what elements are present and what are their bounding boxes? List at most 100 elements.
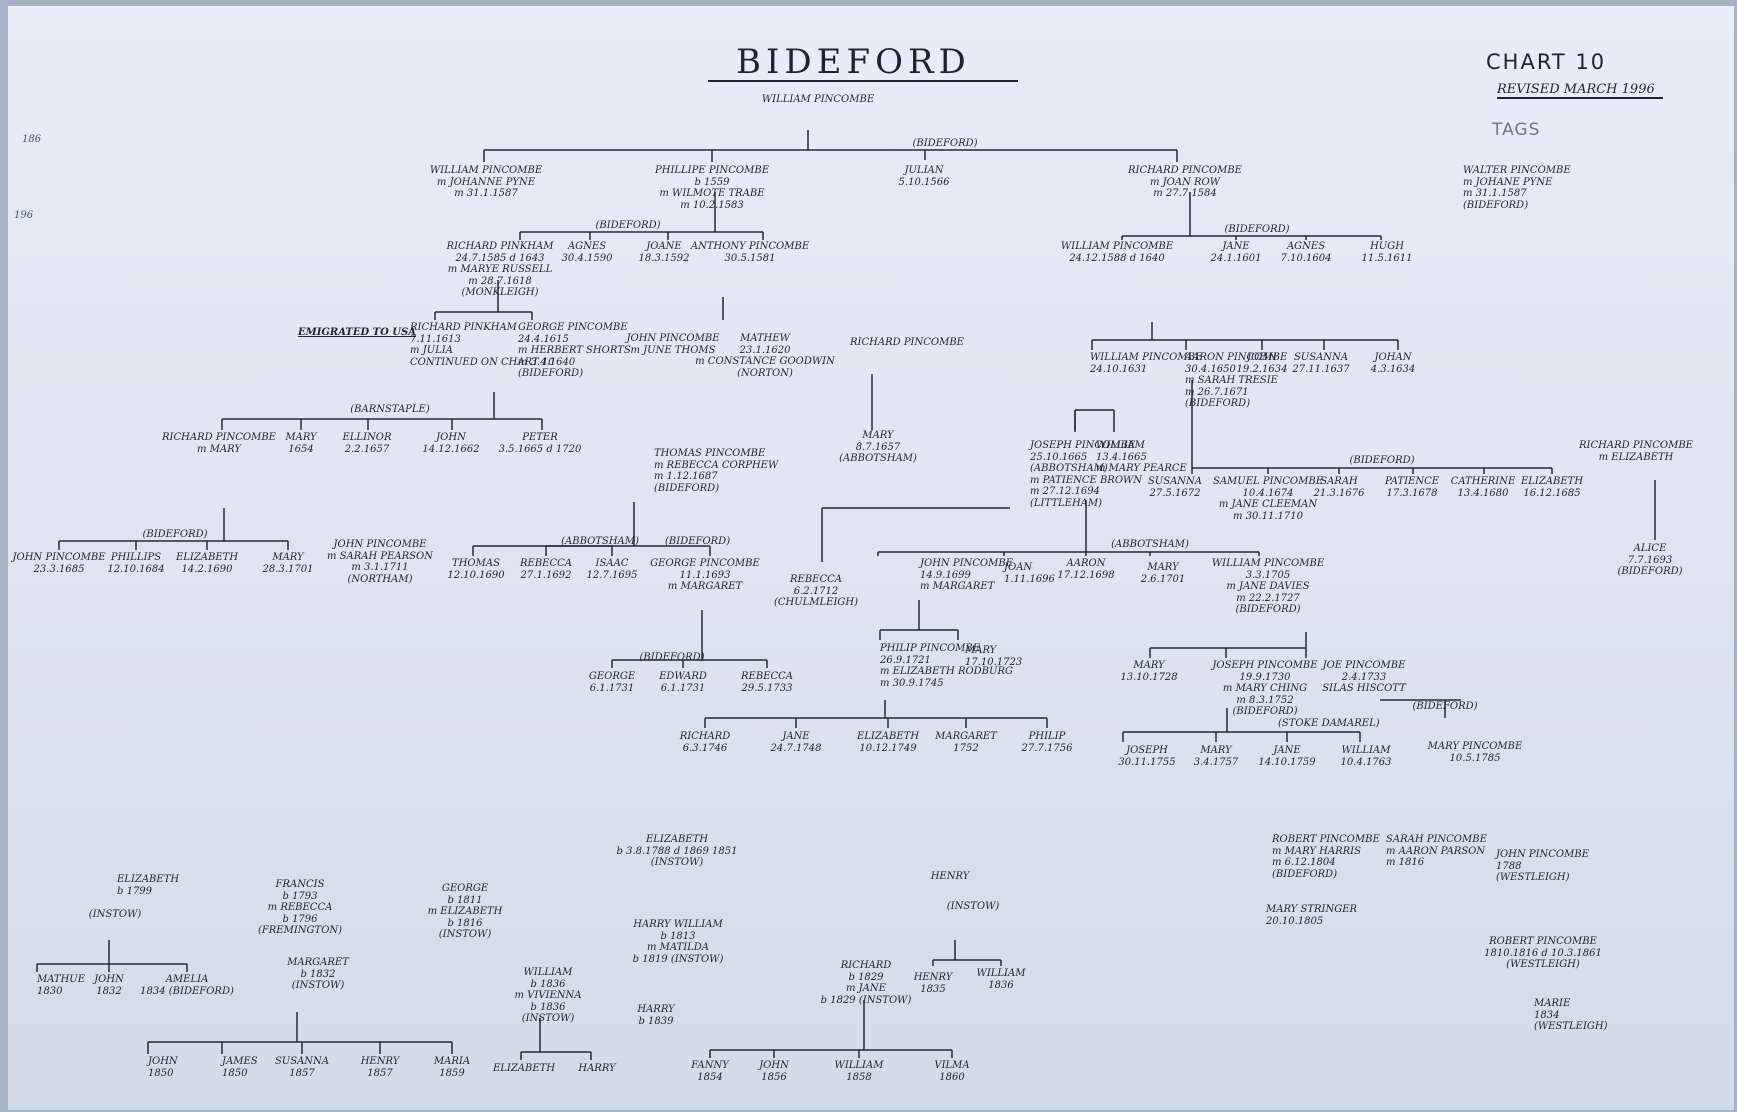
margin-mark: 196 xyxy=(14,210,34,221)
person-entry: MARIA 1859 xyxy=(433,1056,471,1079)
person-entry: WILLIAM 13.4.1665 m MARY PEARCE xyxy=(1096,440,1187,474)
person-entry: ELIZABETH b 3.8.1788 d 1869 1851 (INSTOW… xyxy=(616,834,738,868)
person-entry: JOHN 19.2.1634 xyxy=(1236,352,1288,375)
person-entry: ELIZABETH 16.12.1685 xyxy=(1520,476,1584,499)
person-entry: RICHARD 6.3.1746 xyxy=(679,731,731,754)
person-entry: RICHARD PINKHAM 7.11.1613 m JULIA CONTIN… xyxy=(410,322,555,368)
person-entry: JOHAN 4.3.1634 xyxy=(1370,352,1416,375)
person-entry: AGNES 30.4.1590 xyxy=(561,241,613,264)
person-entry: HARRY b 1839 xyxy=(637,1004,675,1027)
person-entry: ISAAC 12.7.1695 xyxy=(586,558,638,581)
person-entry: JOHN PINCOMBE 1788 (WESTLEIGH) xyxy=(1496,849,1590,883)
person-entry: EDWARD 6.1.1731 xyxy=(659,671,707,694)
person-entry: SARAH PINCOMBE m AARON PARSON m 1816 xyxy=(1386,834,1487,868)
person-entry: HENRY 1857 xyxy=(360,1056,400,1079)
person-entry: REBECCA 6.2.1712 (CHULMLEIGH) xyxy=(773,574,859,608)
person-entry: (STOKE DAMAREL) xyxy=(1278,718,1380,729)
person-entry: MARY 28.3.1701 xyxy=(262,552,314,575)
person-entry: ELIZABETH 10.12.1749 xyxy=(856,731,920,754)
person-entry: SUSANNA 27.11.1637 xyxy=(1292,352,1350,375)
person-entry: PHILIP PINCOMBE 26.9.1721 m ELIZABETH RO… xyxy=(880,643,1013,689)
person-entry: JOHN 1850 xyxy=(148,1056,178,1079)
person-entry: JOHN PINCOMBE m SARAH PEARSON m 3.1.1711… xyxy=(327,539,433,585)
person-entry: WILLIAM b 1836 m VIVIENNA b 1836 (INSTOW… xyxy=(514,967,582,1024)
person-entry: MARY PINCOMBE 10.5.1785 xyxy=(1427,741,1523,764)
person-entry: WILLIAM PINCOMBE 24.10.1631 xyxy=(1090,352,1203,375)
person-entry: SUSANNA 27.5.1672 xyxy=(1147,476,1203,499)
person-entry: (BIDEFORD) xyxy=(639,652,705,663)
person-entry: (ABBOTSHAM) xyxy=(561,536,639,547)
person-entry: JOHN PINCOMBE 23.3.1685 xyxy=(12,552,106,575)
person-entry: FANNY 1854 xyxy=(691,1060,729,1083)
person-entry: MARGARET 1752 xyxy=(935,731,997,754)
person-entry: WILLIAM 1836 xyxy=(976,968,1026,991)
person-entry: MARIE 1834 (WESTLEIGH) xyxy=(1534,998,1608,1032)
person-entry: SARAH 21.3.1676 xyxy=(1313,476,1365,499)
person-entry: (BIDEFORD) xyxy=(142,529,208,540)
person-entry: AMELIA 1834 (BIDEFORD) xyxy=(140,974,234,997)
person-entry: ALICE 7.7.1693 (BIDEFORD) xyxy=(1617,543,1683,577)
person-entry: JOHN 1856 xyxy=(759,1060,789,1083)
person-entry: JULIAN 5.10.1566 xyxy=(898,165,950,188)
person-entry: MARY 8.7.1657 (ABBOTSHAM) xyxy=(839,430,917,464)
person-entry: MARY 3.4.1757 xyxy=(1193,745,1239,768)
person-entry: WILLIAM 10.4.1763 xyxy=(1340,745,1392,768)
person-entry: JOSEPH PINCOMBE 25.10.1665 (ABBOTSHAM) m… xyxy=(1030,440,1143,509)
person-entry: JOHN 1832 xyxy=(94,974,124,997)
person-entry: JANE 24.7.1748 xyxy=(770,731,822,754)
person-entry: GEORGE PINCOMBE 11.1.1693 m MARGARET xyxy=(650,558,760,592)
person-entry: WILLIAM PINCOMBE 24.12.1588 d 1640 xyxy=(1060,241,1174,264)
person-entry: MARY 17.10.1723 xyxy=(965,645,1023,668)
person-entry: ROBERT PINCOMBE 1810.1816 d 10.3.1861 (W… xyxy=(1484,936,1602,970)
person-entry: VILMA 1860 xyxy=(934,1060,970,1083)
person-entry: JAMES 1850 xyxy=(222,1056,258,1079)
person-entry: REBECCA 29.5.1733 xyxy=(740,671,794,694)
person-entry: ROBERT PINCOMBE m MARY HARRIS m 6.12.180… xyxy=(1272,834,1380,880)
person-entry: HENRY xyxy=(930,871,970,882)
person-entry: MARGARET b 1832 (INSTOW) xyxy=(287,957,349,991)
person-entry: MATHEW 23.1.1620 m CONSTANCE GOODWIN (NO… xyxy=(695,333,835,379)
person-entry: (BIDEFORD) xyxy=(1349,455,1415,466)
person-entry: JANE 24.1.1601 xyxy=(1210,241,1262,264)
person-entry: GEORGE PINCOMBE 24.4.1615 m HERBERT SHOR… xyxy=(518,322,631,379)
person-entry: (BIDEFORD) xyxy=(1224,224,1290,235)
person-entry: REBECCA 27.1.1692 xyxy=(519,558,573,581)
person-entry: THOMAS 12.10.1690 xyxy=(447,558,505,581)
person-entry: MARY 2.6.1701 xyxy=(1140,562,1186,585)
chart-title: BIDEFORD xyxy=(736,42,971,82)
person-entry: (INSTOW) xyxy=(88,909,142,920)
tag-label: TAGS xyxy=(1492,120,1541,140)
person-entry: PHILLIPS 12.10.1684 xyxy=(107,552,165,575)
person-entry: JANE 14.10.1759 xyxy=(1258,745,1316,768)
person-entry: JOANE 18.3.1592 xyxy=(638,241,690,264)
person-entry: JOAN 1.11.1696 xyxy=(1004,562,1055,585)
person-entry: WILLIAM 1858 xyxy=(834,1060,884,1083)
person-entry: (BARNSTAPLE) xyxy=(350,404,430,415)
person-entry: PHILLIPE PINCOMBE b 1559 m WILMOTE TRABE… xyxy=(654,165,770,211)
person-entry: (BIDEFORD) xyxy=(665,536,731,547)
chart-number: CHART 10 xyxy=(1486,50,1607,74)
person-entry: WALTER PINCOMBE m JOHANE PYNE m 31.1.158… xyxy=(1463,165,1571,211)
person-entry: RICHARD PINCOMBE xyxy=(850,337,964,348)
person-entry: ELLINOR 2.2.1657 xyxy=(342,432,392,455)
person-entry: JOE PINCOMBE 2.4.1733 SILAS HISCOTT xyxy=(1322,660,1406,694)
person-entry: GEORGE 6.1.1731 xyxy=(588,671,636,694)
person-entry: ANTHONY PINCOMBE 30.5.1581 xyxy=(690,241,810,264)
person-entry: ELIZABETH 14.2.1690 xyxy=(175,552,239,575)
person-entry: JOSEPH PINCOMBE 19.9.1730 m MARY CHING m… xyxy=(1212,660,1318,717)
title-underline xyxy=(708,80,1018,82)
person-entry: (INSTOW) xyxy=(946,901,1000,912)
person-entry: SAMUEL PINCOMBE 10.4.1674 m JANE CLEEMAN… xyxy=(1212,476,1324,522)
person-entry: HUGH 11.5.1611 xyxy=(1361,241,1413,264)
person-entry: HENRY 1835 xyxy=(913,972,953,995)
person-entry: (BIDEFORD) xyxy=(595,220,661,231)
person-entry: ELIZABETH b 1799 xyxy=(117,874,180,897)
person-entry: (ABBOTSHAM) xyxy=(1111,539,1189,550)
chart-sheet xyxy=(8,6,1734,1110)
person-entry: PHILIP 27.7.1756 xyxy=(1021,731,1073,754)
revision-note: REVISED MARCH 1996 xyxy=(1497,82,1663,99)
person-entry: MARY 1654 xyxy=(285,432,317,455)
person-entry: CATHERINE 13.4.1680 xyxy=(1450,476,1516,499)
person-entry: RICHARD b 1829 m JANE b 1829 (INSTOW) xyxy=(820,960,912,1006)
